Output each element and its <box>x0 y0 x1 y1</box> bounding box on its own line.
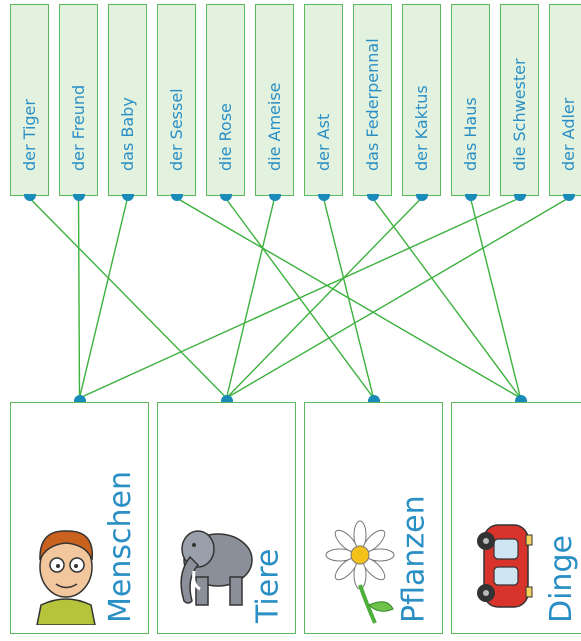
word-label: das Baby <box>117 97 137 171</box>
connection-line-der-tiger <box>29 197 227 399</box>
word-card-die-schwester: die Schwester <box>500 4 539 196</box>
word-label: die Rose <box>215 103 235 171</box>
word-card-der-kaktus: der Kaktus <box>402 4 441 196</box>
word-connector-dot <box>415 194 428 201</box>
elephant-icon <box>179 529 254 607</box>
word-card-das-baby: das Baby <box>108 4 147 196</box>
word-label: der Tiger <box>19 99 39 171</box>
word-connector-dot <box>72 194 85 201</box>
connection-line-der-freund <box>77 197 81 399</box>
word-label: die Schwester <box>509 58 529 171</box>
word-connector-dot <box>170 194 183 201</box>
connection-line-das-baby <box>78 197 129 399</box>
word-connector-dot <box>562 194 575 201</box>
connection-line-das-federpennal <box>371 197 522 399</box>
category-connector-dot <box>220 395 233 402</box>
category-connector-dot <box>514 395 527 402</box>
word-label: der Sessel <box>166 88 186 171</box>
word-connector-dot <box>121 194 134 201</box>
daisy-flower-icon <box>324 519 396 625</box>
word-card-der-tiger: der Tiger <box>10 4 49 196</box>
word-connector-dot <box>268 194 281 201</box>
category-label: Pflanzen <box>397 495 432 623</box>
word-label: das Federpennal <box>362 38 382 171</box>
person-face-icon <box>36 530 96 625</box>
category-label: Dinge <box>544 535 579 623</box>
word-card-das-federpennal: das Federpennal <box>353 4 392 196</box>
word-label: der Freund <box>68 84 88 171</box>
category-label: Tiere <box>250 548 285 623</box>
word-card-der-sessel: der Sessel <box>157 4 196 196</box>
word-connector-dot <box>219 194 232 201</box>
connection-line-die-ameise <box>225 197 276 399</box>
category-card-dinge: Dinge <box>451 402 581 634</box>
word-card-die-ameise: die Ameise <box>255 4 294 196</box>
word-connector-dot <box>366 194 379 201</box>
category-card-menschen: Menschen <box>10 402 149 634</box>
category-card-pflanzen: Pflanzen <box>304 402 443 634</box>
category-card-tiere: Tiere <box>157 402 296 634</box>
word-label: der Kaktus <box>411 85 431 171</box>
word-card-das-haus: das Haus <box>451 4 490 196</box>
connection-line-der-adler <box>226 197 569 399</box>
connection-line-der-kaktus <box>225 197 423 399</box>
category-connector-dot <box>367 395 380 402</box>
connection-line-das-haus <box>469 197 522 399</box>
red-car-icon <box>476 524 533 608</box>
connection-line-die-rose <box>224 197 375 399</box>
word-card-der-adler: der Adler <box>549 4 581 196</box>
word-card-die-rose: die Rose <box>206 4 245 196</box>
category-connector-dot <box>73 395 86 402</box>
word-card-der-freund: der Freund <box>59 4 98 196</box>
word-label: das Haus <box>460 97 480 171</box>
word-label: der Adler <box>558 97 578 171</box>
word-connector-dot <box>317 194 330 201</box>
connection-line-der-sessel <box>176 197 521 399</box>
word-label: die Ameise <box>264 82 284 171</box>
word-connector-dot <box>513 194 526 201</box>
category-label: Menschen <box>103 471 138 623</box>
word-connector-dot <box>464 194 477 201</box>
word-label: der Ast <box>313 113 333 171</box>
connection-line-der-ast <box>322 197 375 399</box>
connection-line-die-schwester <box>79 197 520 399</box>
word-card-der-ast: der Ast <box>304 4 343 196</box>
word-connector-dot <box>23 194 36 201</box>
